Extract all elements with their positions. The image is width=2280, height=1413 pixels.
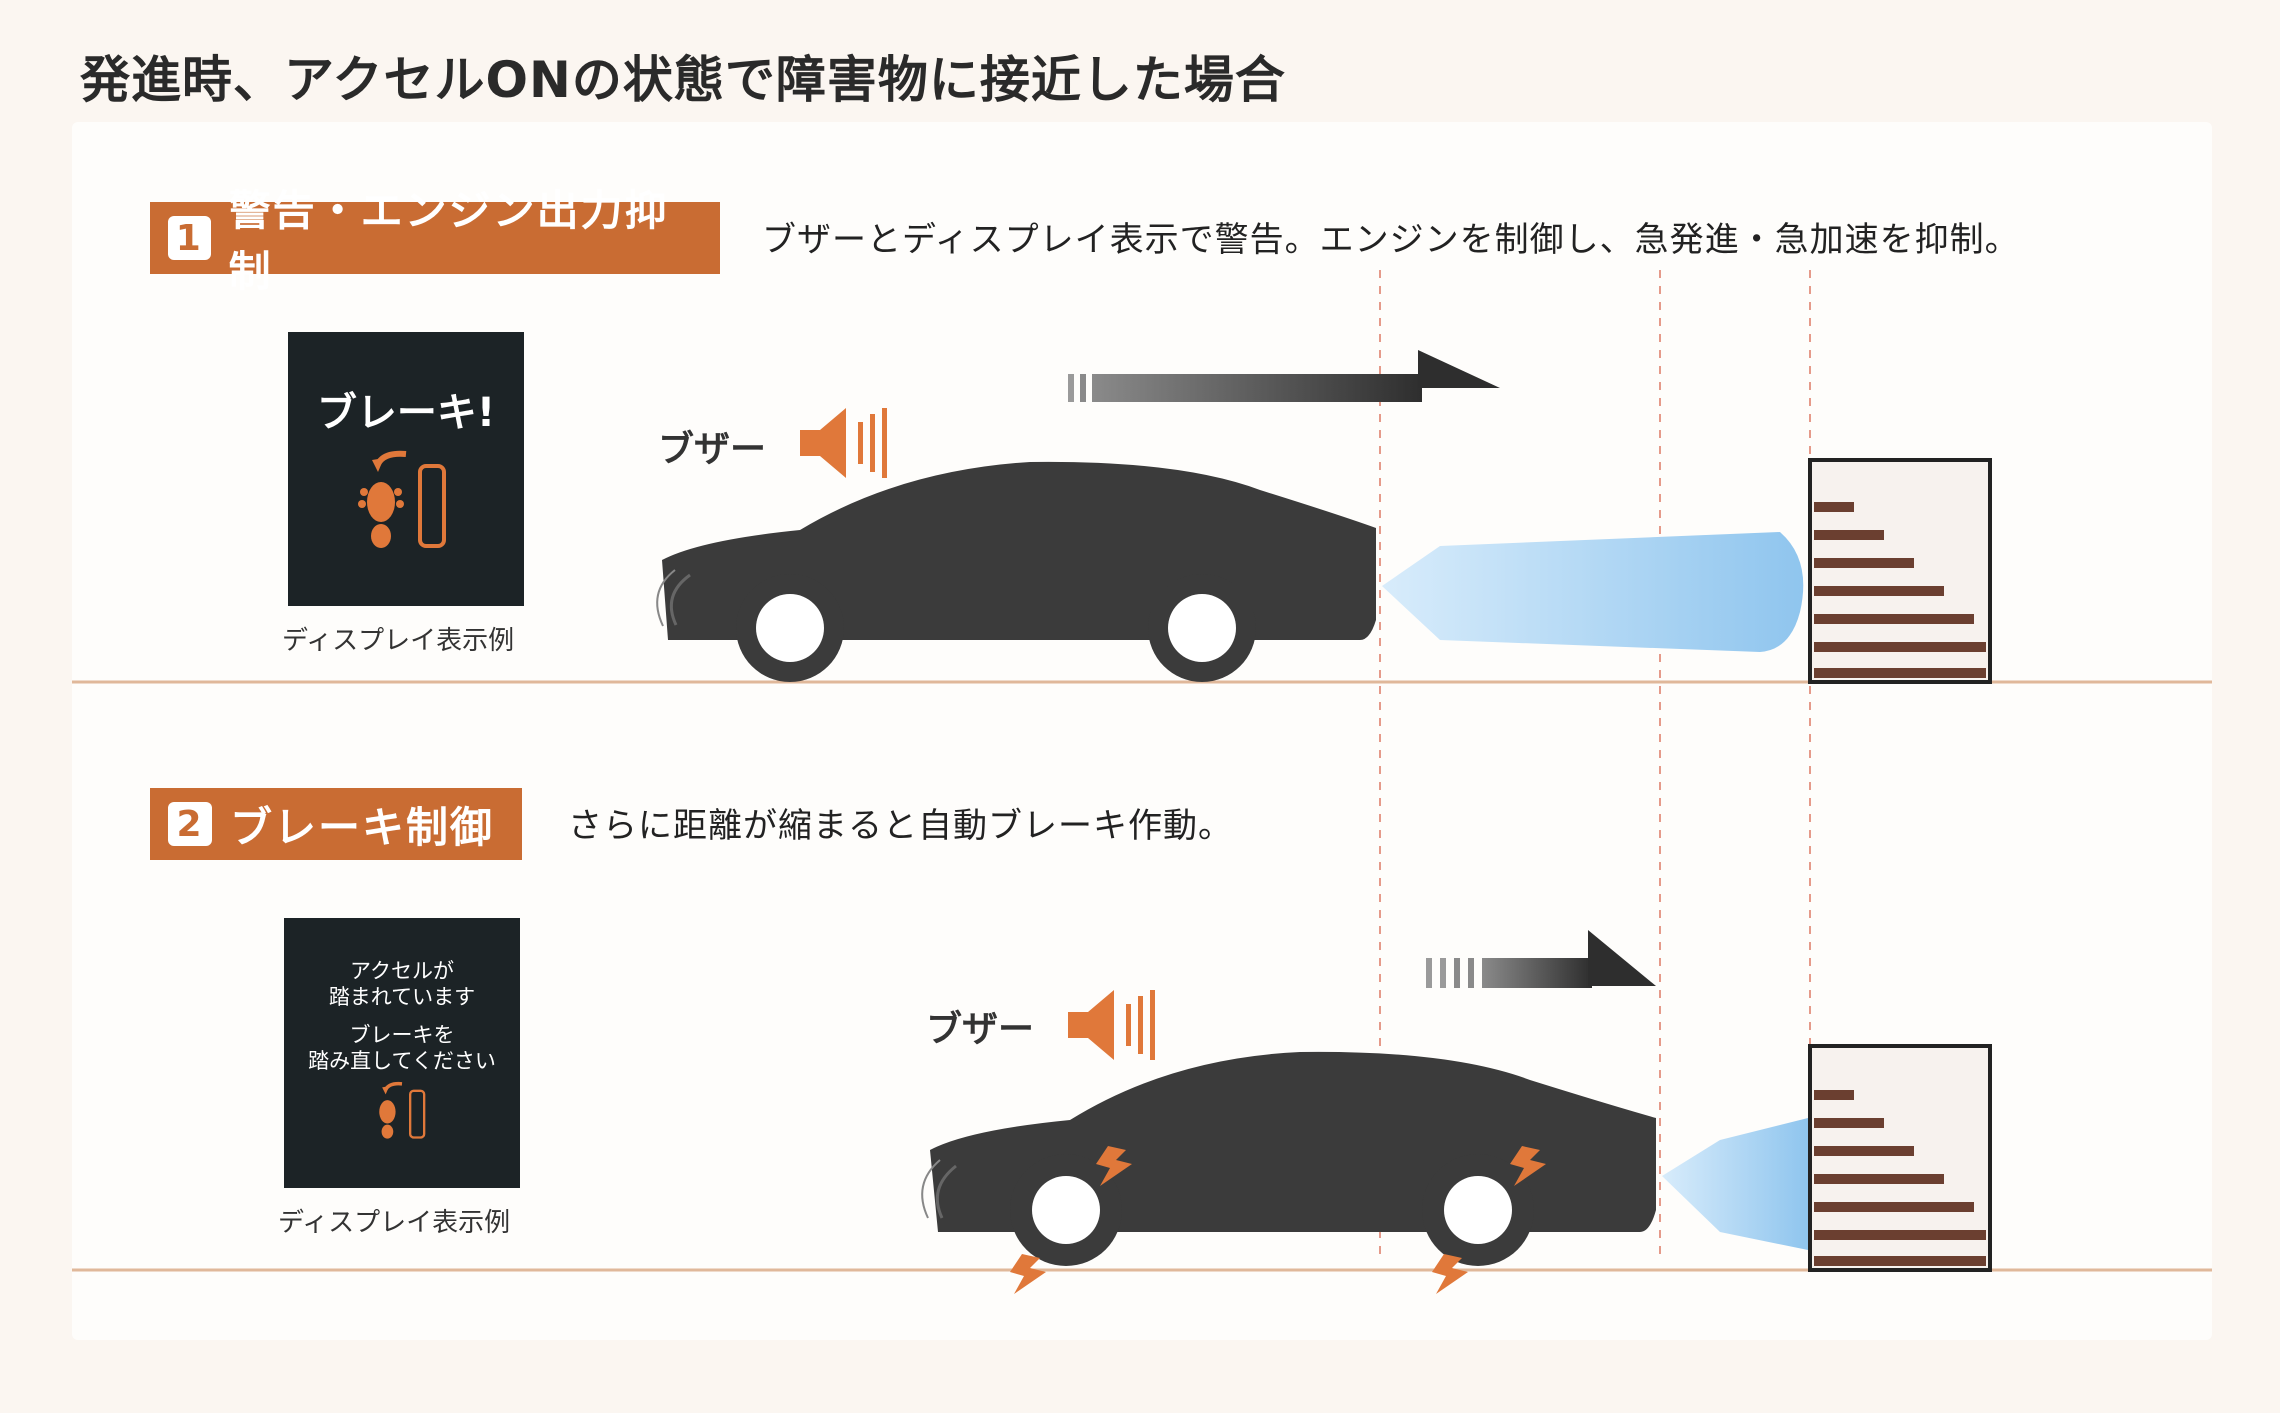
step-2-display-line-3: ブレーキを <box>349 1023 455 1047</box>
brick-wall-1 <box>1808 458 1992 684</box>
step-2-display: アクセルが 踏まれています ブレーキを 踏み直してください <box>284 918 520 1188</box>
lightning-icon <box>1010 1146 1546 1294</box>
page-title: 発進時、アクセルONの状態で障害物に接近した場合 <box>80 51 1286 109</box>
step-1-number: 1 <box>168 216 211 260</box>
step-2-description: さらに距離が縮まると自動ブレーキ作動。 <box>568 806 1233 846</box>
step-2-display-line-2: 踏まれています <box>328 985 476 1009</box>
step-2-badge: 2 ブレーキ制御 <box>150 788 522 860</box>
step-2-display-line-1: アクセルが <box>350 959 454 983</box>
direction-arrow-1 <box>1068 350 1500 402</box>
brick-wall-2 <box>1808 1044 1992 1272</box>
step-1-display-caption: ディスプレイ表示例 <box>282 626 515 656</box>
speaker-icon <box>1068 990 1155 1060</box>
step-1-badge: 1 警告・エンジン出力抑制 <box>150 186 720 296</box>
step-1-description: ブザーとディスプレイ表示で警告。エンジンを制御し、急発進・急加速を抑制。 <box>762 220 2020 260</box>
step-1-display: ブレーキ! <box>288 332 524 606</box>
sensor-beam-1 <box>1382 532 1804 652</box>
direction-arrow-2 <box>1426 930 1656 988</box>
step-2-label: ブレーキ制御 <box>230 802 495 852</box>
step-2-display-line-4: 踏み直してください <box>308 1049 496 1073</box>
foot-pedal-icon <box>358 450 446 548</box>
step-1-buzzer-label: ブザー <box>658 429 767 470</box>
car-2 <box>921 1051 1656 1266</box>
speaker-icon <box>800 408 887 478</box>
step-2-number: 2 <box>168 802 212 846</box>
step-1-display-text: ブレーキ! <box>316 390 496 436</box>
foot-pedal-icon <box>379 1081 426 1139</box>
car-1 <box>656 461 1376 682</box>
step-2-display-caption: ディスプレイ表示例 <box>278 1208 511 1238</box>
step-1-label: 警告・エンジン出力抑制 <box>228 186 669 296</box>
sensor-beam-2 <box>1662 1118 1808 1250</box>
step-2-buzzer-label: ブザー <box>926 1009 1035 1050</box>
